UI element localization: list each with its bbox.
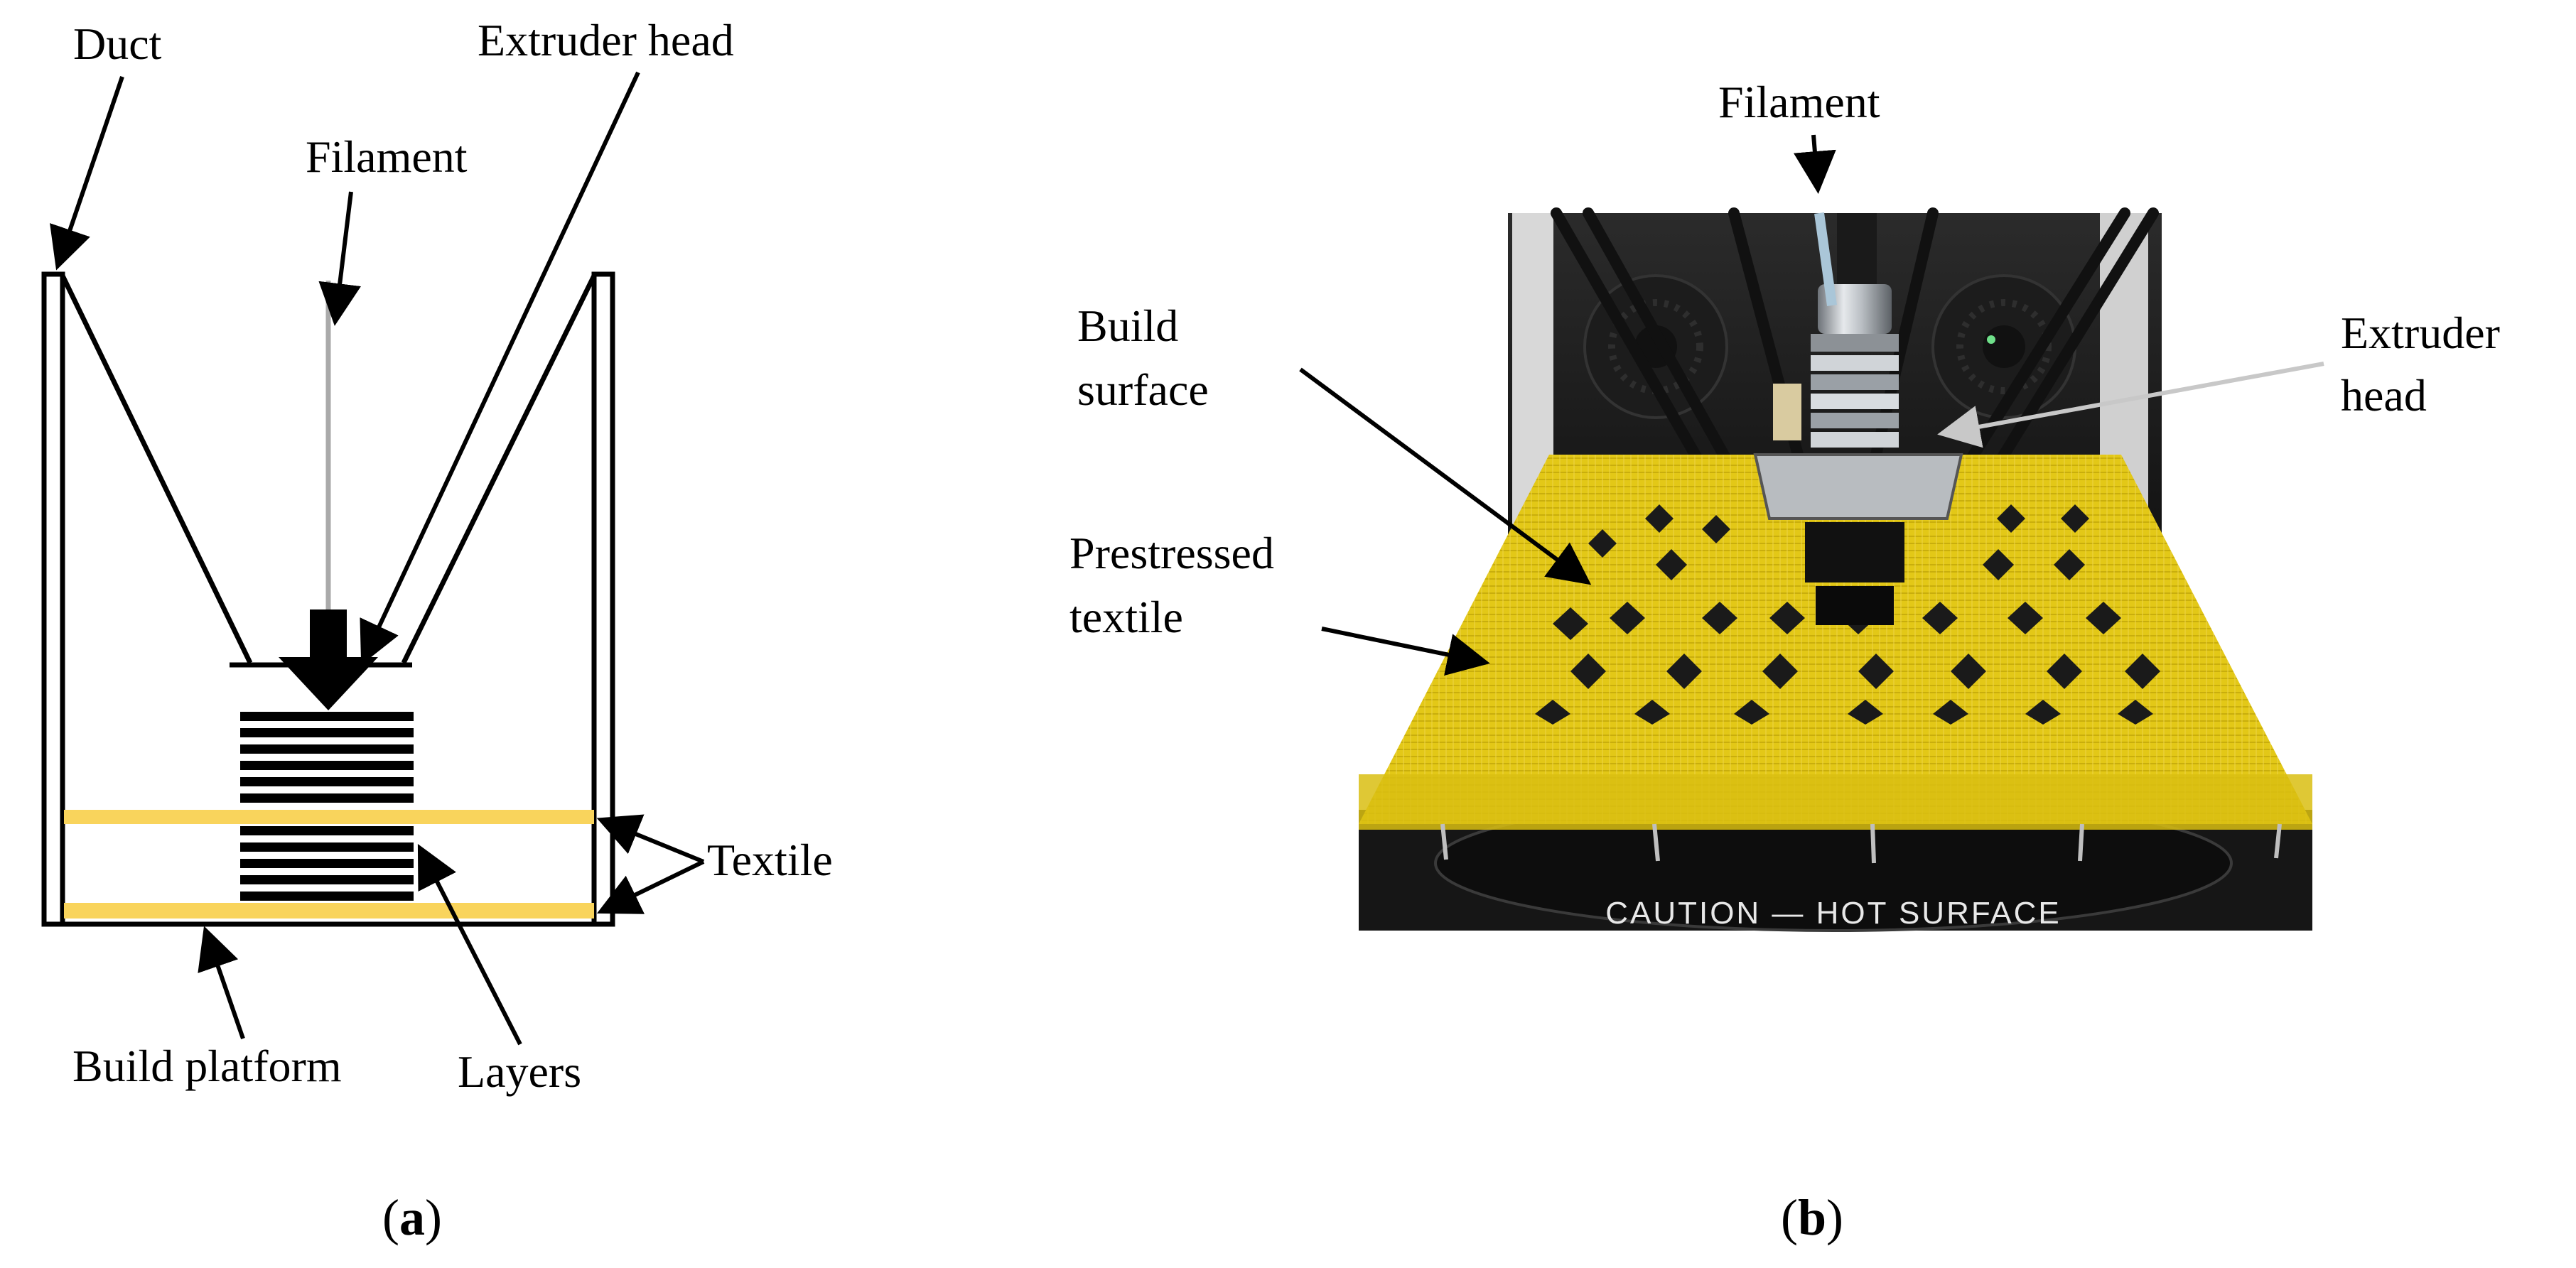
arrow-extruder-head-b [1937,362,2324,448]
extruder-head-shape [60,274,597,664]
label-filament-b: Filament [1718,77,1880,127]
arrow-filament-b [1793,134,1836,194]
extruder-head-photo [1753,213,1963,625]
label-build-surface-1: Build [1077,300,1178,351]
label-prestressed-1: Prestressed [1069,528,1274,578]
fan-right-icon [1931,274,2076,419]
nozzle-arrow-stem [310,609,347,663]
label-build-surface-2: surface [1077,364,1209,415]
label-duct: Duct [73,18,162,69]
arrow-extruder-head [360,71,640,666]
caption-b: (b) [1781,1189,1843,1246]
arrow-build-surface [1299,367,1592,585]
label-extruder-head: Extruder head [478,15,734,65]
textile-strip-upper [64,810,594,824]
duct-left-wall [41,271,65,927]
label-filament-a: Filament [306,131,468,182]
arrow-build-platform [198,926,245,1039]
caution-text: CAUTION — HOT SURFACE [1605,896,2062,931]
nozzle-arrow-head [279,657,378,710]
arrow-duct [50,76,124,271]
panel-a-schematic: Duct Extruder head Filament Textile Buil… [41,15,833,1246]
fan-left-icon [1583,274,1728,419]
arrow-filament-a [318,191,361,326]
delta-arms [1551,207,2159,506]
arrow-prestressed [1321,627,1490,676]
label-prestressed-2: textile [1069,592,1183,642]
textile-strip-lower [64,903,594,919]
filament-tube [1814,212,1837,306]
tension-pins [1440,823,2282,864]
label-extruder-head-b-1: Extruder [2341,308,2500,358]
label-textile: Textile [707,835,833,885]
printed-layers [240,712,414,901]
arrow-textile-upper [596,814,705,864]
label-extruder-head-b-2: head [2341,370,2427,421]
label-layers: Layers [458,1046,581,1097]
arrow-textile-lower [596,860,705,914]
duct-right-wall [591,271,615,927]
panel-b-photo: CAUTION — HOT SURFACE Filament Build sur… [1069,77,2500,1246]
arrow-layers [417,843,522,1046]
label-build-platform: Build platform [72,1041,342,1091]
textile-edge [1359,774,2312,830]
caption-a: (a) [382,1189,442,1246]
